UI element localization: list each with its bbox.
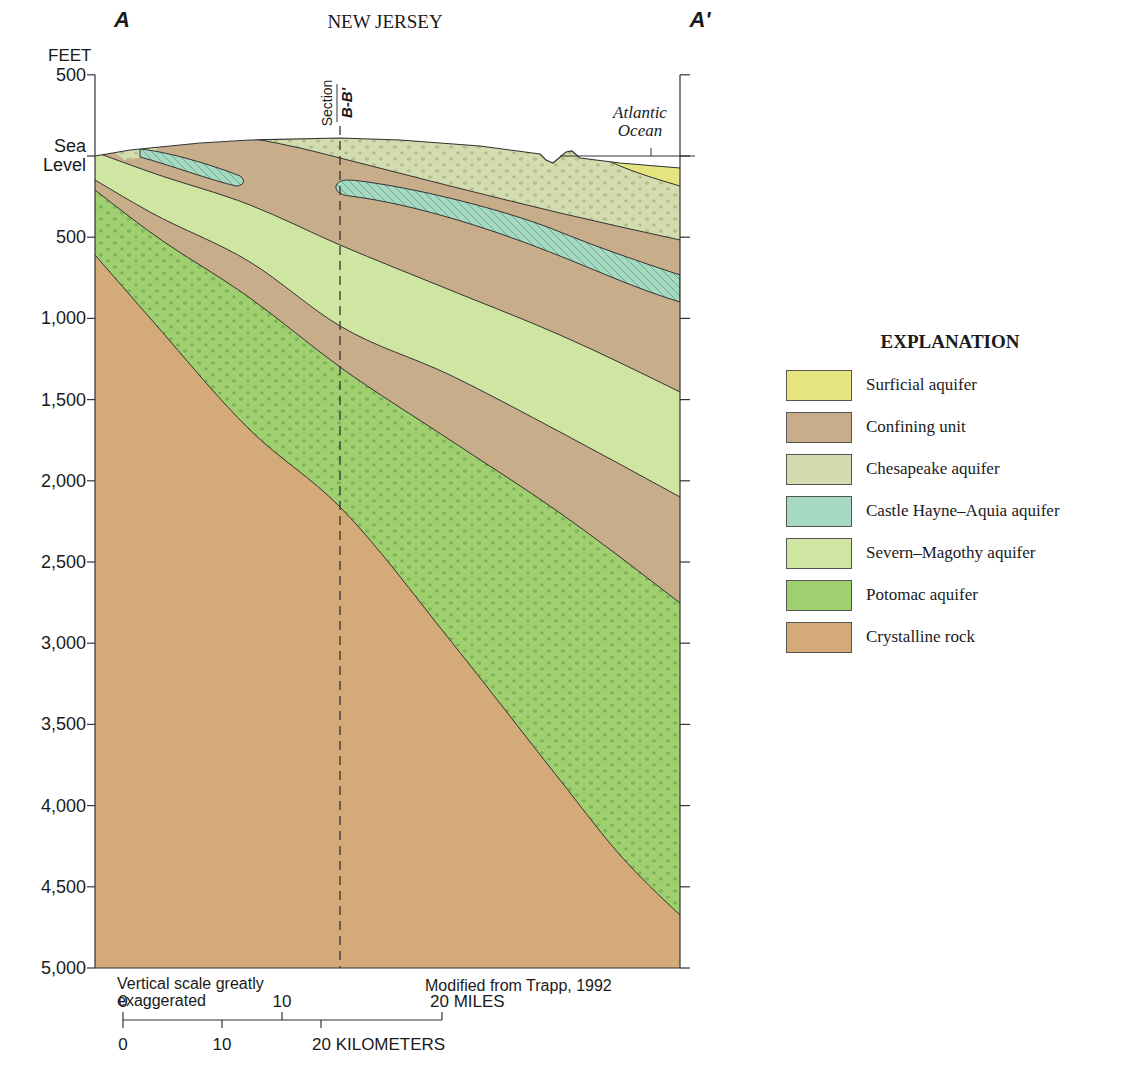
geologic-units: [95, 90, 680, 970]
legend-swatch: [786, 622, 852, 653]
axis-tick: [680, 480, 690, 481]
axis-tick: [87, 561, 95, 562]
figure-label: 20 MILES: [430, 993, 505, 1011]
figure-label: 4,500: [41, 877, 86, 896]
figure-label: 0: [118, 993, 127, 1011]
legend-swatch: [786, 538, 852, 569]
axis-tick: [680, 74, 690, 75]
axis-tick: [87, 318, 95, 319]
axis-tick: [87, 237, 95, 238]
figure-label: Sea Level: [42, 137, 86, 175]
legend-swatch: [786, 580, 852, 611]
axis-tick: [87, 886, 95, 887]
leader-line: [651, 148, 652, 156]
figure-label: 500: [56, 228, 86, 247]
axis-tick: [680, 561, 690, 562]
legend-text: Crystalline rock: [866, 627, 975, 647]
figure-label: A: [114, 8, 130, 31]
figure-label: 0: [118, 1036, 127, 1054]
figure-label: 3,500: [41, 715, 86, 734]
axis-tick: [680, 318, 690, 319]
legend-text: Severn–Magothy aquifer: [866, 543, 1035, 563]
section-title: NEW JERSEY: [327, 12, 442, 32]
figure-label: B-B': [339, 88, 355, 118]
figure-label: 1,500: [41, 390, 86, 409]
figure-label: Section: [320, 80, 335, 127]
axis-tick: [87, 155, 95, 156]
legend-swatch: [786, 370, 852, 401]
axis-tick: [87, 724, 95, 725]
legend-swatch: [786, 496, 852, 527]
figure-label: 10: [213, 1036, 232, 1054]
unit-boundary: [250, 138, 680, 240]
axis-tick: [680, 805, 690, 806]
figure-label: 2,500: [41, 553, 86, 572]
axis-tick: [87, 74, 95, 75]
axis-tick: [87, 967, 95, 968]
axis-tick: [87, 399, 95, 400]
crystalline-rock: [95, 255, 680, 970]
surficial-aquifer: [585, 90, 680, 186]
figure-label: EXPLANATION: [881, 332, 1020, 352]
unit-boundary: [95, 255, 680, 915]
legend-swatch: [786, 454, 852, 485]
figure-label: A': [689, 8, 710, 31]
axis-frame: [87, 75, 695, 968]
unit-boundary: [95, 180, 680, 497]
section-divider: [337, 84, 338, 122]
unit-boundary: [95, 190, 680, 603]
section-line: [339, 126, 340, 968]
figure-label: FEET: [48, 47, 91, 65]
figure-label: 500: [56, 65, 86, 84]
axis-tick: [680, 399, 690, 400]
legend-swatch: [786, 412, 852, 443]
legend-text: Castle Hayne–Aquia aquifer: [866, 501, 1060, 521]
castle-hayne-aquia-aquifer: [336, 180, 680, 302]
axis-tick: [680, 967, 690, 968]
figure-label: 10: [273, 993, 292, 1011]
legend-text: Chesapeake aquifer: [866, 459, 1000, 479]
axis-tick: [87, 643, 95, 644]
severn-magothy-aquifer: [95, 152, 680, 970]
confining-unit: [95, 180, 680, 970]
figure-label: 2,000: [41, 471, 86, 490]
legend-text: Surficial aquifer: [866, 375, 977, 395]
potomac-aquifer: [95, 190, 680, 970]
figure-label: 3,000: [41, 634, 86, 653]
figure-label: 1,000: [41, 309, 86, 328]
land-surface: [95, 138, 680, 168]
axis-tick: [680, 237, 690, 238]
scale-bar: [123, 1012, 442, 1028]
legend-text: Confining unit: [866, 417, 966, 437]
axis-tick: [680, 643, 690, 644]
axis-tick: [680, 886, 690, 887]
figure-label: 5,000: [41, 959, 86, 978]
axis-tick: [87, 805, 95, 806]
axis-tick: [680, 724, 690, 725]
figure-label: 4,000: [41, 796, 86, 815]
sea-level-line: [560, 155, 695, 156]
legend-text: Potomac aquifer: [866, 585, 978, 605]
castle-hayne-aquia-aquifer: [140, 149, 243, 186]
figure-label: Atlantic Ocean: [600, 104, 680, 140]
axis-tick: [87, 480, 95, 481]
figure-label: 20 KILOMETERS: [312, 1036, 445, 1054]
